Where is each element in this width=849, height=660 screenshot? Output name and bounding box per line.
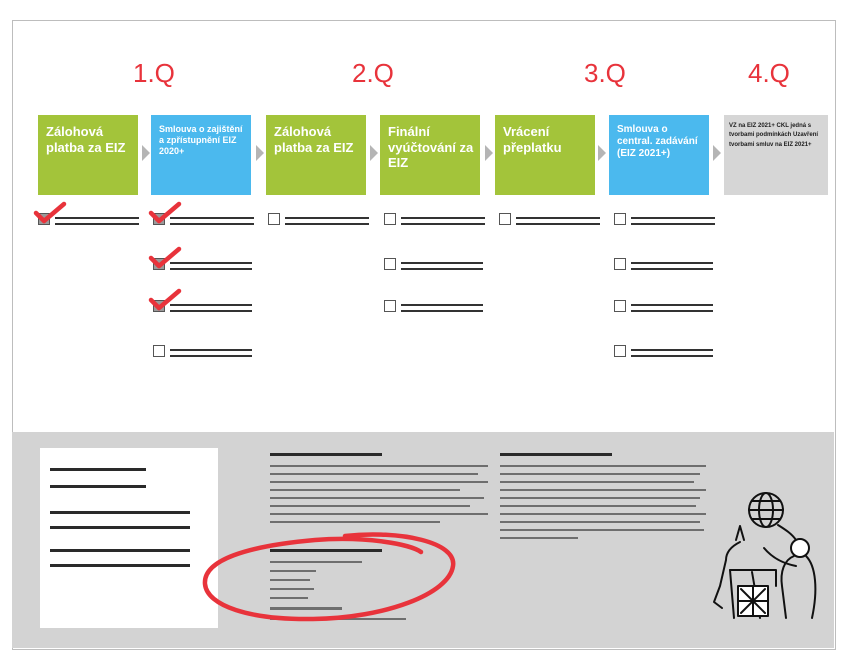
quarter-label-2: 2.Q	[352, 58, 394, 88]
text-line-placeholder	[270, 607, 342, 610]
checkbox-icon	[384, 258, 396, 270]
checkbox-icon	[384, 300, 396, 312]
checklist-item	[268, 213, 369, 229]
checklist-item	[148, 201, 254, 229]
text-line-placeholder	[500, 537, 578, 539]
person-illustration	[713, 492, 817, 619]
arrow-right-icon	[142, 145, 150, 161]
checklist-item	[384, 300, 484, 316]
checklist-item	[33, 201, 139, 229]
text-line-placeholder	[50, 526, 190, 529]
checklist-item	[384, 258, 484, 274]
text-line-placeholder	[500, 529, 704, 531]
text-line-placeholder	[270, 489, 460, 491]
check-mark-icon	[148, 201, 182, 224]
step-advance-payment-2: Zálohová platba za EIZ	[266, 115, 366, 195]
check-mark-icon	[148, 246, 182, 269]
circle-annotation	[202, 532, 456, 622]
checklist-item	[499, 213, 600, 229]
checklist-item	[614, 258, 714, 274]
check-mark-icon	[33, 201, 67, 224]
text-line-placeholder	[270, 521, 440, 523]
checklist-item	[614, 300, 714, 316]
quarter-label-1: 1.Q	[133, 58, 175, 88]
text-line-placeholder	[50, 564, 190, 567]
arrow-right-icon	[370, 145, 378, 161]
checkbox-icon	[384, 213, 396, 225]
text-line-placeholder	[270, 465, 488, 467]
text-line-placeholder	[500, 505, 696, 507]
text-line-placeholder	[270, 497, 484, 499]
arrow-right-icon	[713, 145, 721, 161]
text-line-placeholder	[500, 497, 700, 499]
checkbox-icon	[614, 300, 626, 312]
text-line-placeholder	[500, 521, 700, 523]
text-line-placeholder	[500, 489, 706, 491]
arrow-right-icon	[256, 145, 264, 161]
step-central-procurement-contract: Smlouva o central. zadávání (EIZ 2021+)	[609, 115, 709, 195]
text-heading-placeholder	[500, 453, 612, 456]
checkbox-icon	[614, 213, 626, 225]
text-line-placeholder	[270, 481, 488, 483]
checkbox-icon	[268, 213, 280, 225]
text-line-placeholder	[270, 588, 314, 590]
check-mark-icon	[148, 288, 182, 311]
text-line-placeholder	[500, 465, 706, 467]
white-text-panel	[40, 448, 218, 628]
text-heading-placeholder	[270, 549, 382, 552]
text-line-placeholder	[50, 468, 146, 471]
text-line-placeholder	[270, 597, 308, 599]
arrow-right-icon	[598, 145, 606, 161]
checklist-item	[148, 246, 253, 274]
checkbox-icon	[499, 213, 511, 225]
text-line-placeholder	[270, 579, 310, 581]
checklist-item	[614, 213, 715, 229]
checklist-item	[148, 288, 253, 316]
checkbox-icon	[614, 345, 626, 357]
text-line-placeholder	[500, 473, 700, 475]
checkbox-icon	[153, 345, 165, 357]
text-line-placeholder	[270, 561, 362, 563]
text-line-placeholder	[500, 481, 694, 483]
checklist-item	[153, 345, 253, 361]
text-line-placeholder	[50, 511, 190, 514]
step-advance-payment-1: Zálohová platba za EIZ	[38, 115, 138, 195]
checklist-item	[384, 213, 485, 229]
step-procurement-eiz-2021: VZ na EIZ 2021+ CKL jedná s tvorbami pod…	[724, 115, 828, 195]
text-line-placeholder	[500, 513, 706, 515]
text-line-placeholder	[50, 485, 146, 488]
step-overpayment-refund: Vrácení přeplatku	[495, 115, 595, 195]
checkbox-icon	[614, 258, 626, 270]
text-line-placeholder	[270, 473, 478, 475]
step-contract-eiz-2020: Smlouva o zajištění a zpřístupnění EIZ 2…	[151, 115, 251, 195]
text-line-placeholder	[50, 549, 190, 552]
quarter-label-4: 4.Q	[748, 58, 790, 88]
step-final-settlement: Finální vyúčtování za EIZ	[380, 115, 480, 195]
text-line-placeholder	[270, 513, 488, 515]
checklist-item	[614, 345, 714, 361]
arrow-right-icon	[485, 145, 493, 161]
quarter-label-3: 3.Q	[584, 58, 626, 88]
text-heading-placeholder	[270, 453, 382, 456]
text-line-placeholder	[270, 570, 316, 572]
text-line-placeholder	[270, 505, 470, 507]
